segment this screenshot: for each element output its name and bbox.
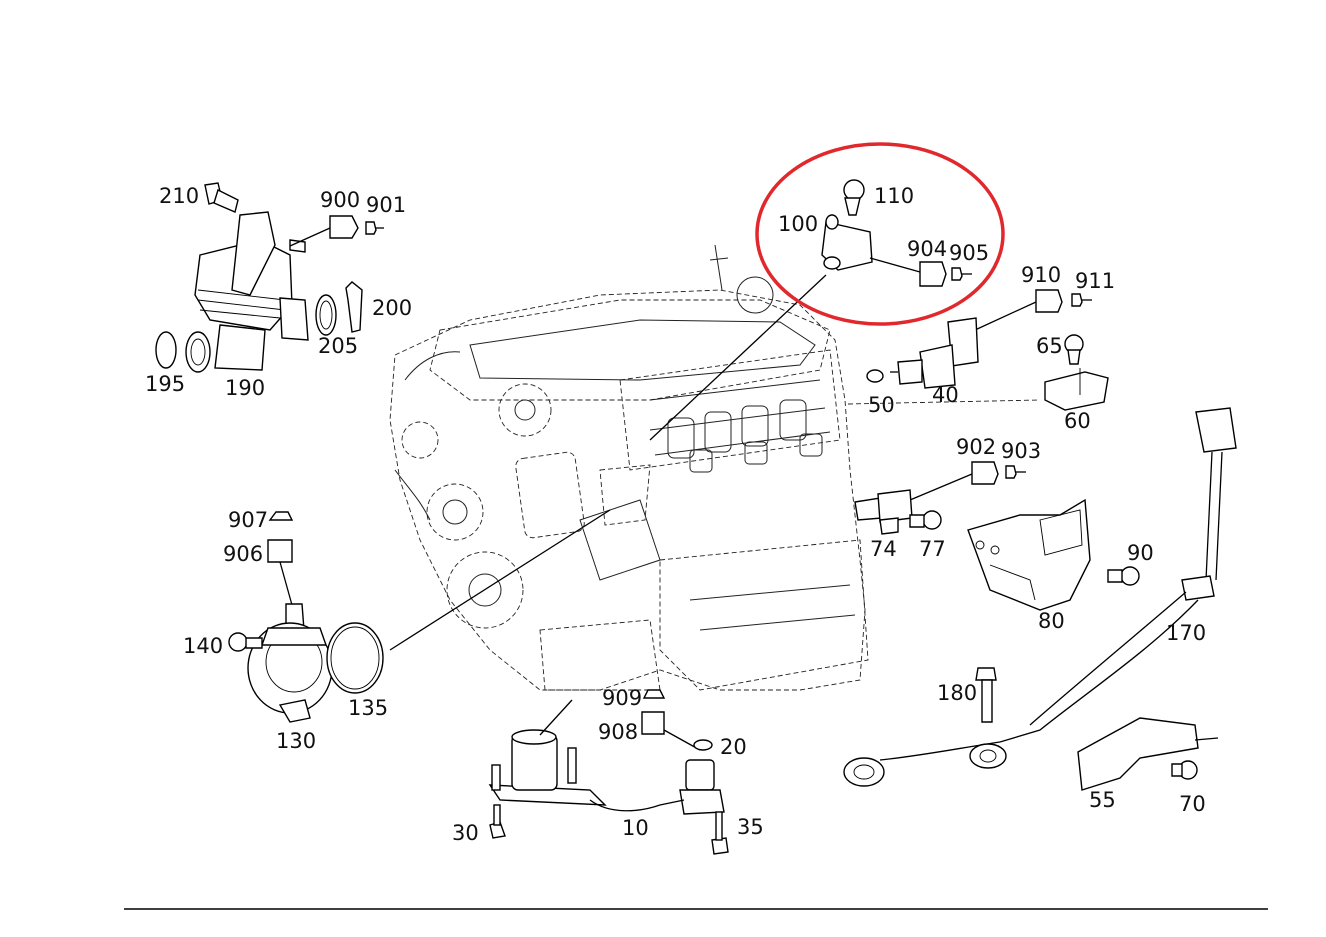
label-170: 170 [1166,621,1206,645]
connector-900 [329,215,359,239]
connector-907 [268,511,294,521]
sensor-74 [877,489,913,523]
part-group-oil-sensor [488,689,729,855]
bolt-77 [909,510,942,530]
part-group-crank-sensor [854,461,1026,535]
label-906: 906 [223,542,263,566]
connector-908 [641,711,665,735]
bolt-70 [1171,760,1198,780]
label-130: 130 [276,729,316,753]
connector-906 [267,539,293,563]
part-group-camshaft-sensor [649,179,972,441]
bolt-90 [1107,566,1140,586]
bolt-180 [975,667,997,723]
label-70: 70 [1179,792,1206,816]
label-180: 180 [937,681,977,705]
label-903: 903 [1001,439,1041,463]
label-190: 190 [225,376,265,400]
label-20: 20 [720,735,747,759]
label-35: 35 [737,815,764,839]
label-40: 40 [932,383,959,407]
bolt-65 [1064,334,1084,365]
ignition-coils [667,399,823,473]
part-group-top-left [155,182,384,373]
bolt-140 [228,632,263,652]
connector-904 [919,261,947,287]
label-74: 74 [870,537,897,561]
label-902: 902 [956,435,996,459]
label-195: 195 [145,372,185,396]
bolt-210 [204,182,239,213]
connector-902 [971,461,999,485]
label-210: 210 [159,184,199,208]
part-group-solenoid-130 [228,509,611,723]
label-205: 205 [318,334,358,358]
label-110: 110 [874,184,914,208]
label-65: 65 [1036,334,1063,358]
label-60: 60 [1064,409,1091,433]
label-910: 910 [1021,263,1061,287]
label-909: 909 [602,686,642,710]
bolt-30 [489,804,506,839]
label-100: 100 [778,212,818,236]
part-labels: 210 900 901 200 205 195 190 110 100 904 … [145,184,1206,845]
part-group-bracket-80 [967,498,1140,611]
label-907: 907 [228,508,268,532]
label-135: 135 [348,696,388,720]
bolt-110 [843,179,865,216]
label-140: 140 [183,634,223,658]
highlight-circle [755,142,1005,326]
label-904: 904 [907,237,947,261]
label-901: 901 [366,193,406,217]
label-50: 50 [868,393,895,417]
part-group-temperature-sensor [847,289,1109,411]
label-905: 905 [949,241,989,265]
label-911: 911 [1075,269,1115,293]
label-908: 908 [598,720,638,744]
label-90: 90 [1127,541,1154,565]
bracket-55 [1077,717,1199,791]
label-77: 77 [919,537,946,561]
engine-block-illustration [389,244,869,691]
bolt-35 [711,811,729,855]
label-80: 80 [1038,609,1065,633]
connector-909 [642,689,666,699]
label-30: 30 [452,821,479,845]
label-10: 10 [622,816,649,840]
connector-910 [1035,289,1063,313]
label-55: 55 [1089,788,1116,812]
label-900: 900 [320,188,360,212]
label-200: 200 [372,296,412,320]
bracket-60 [1044,371,1109,411]
part-group-knock-sensors [843,407,1237,791]
